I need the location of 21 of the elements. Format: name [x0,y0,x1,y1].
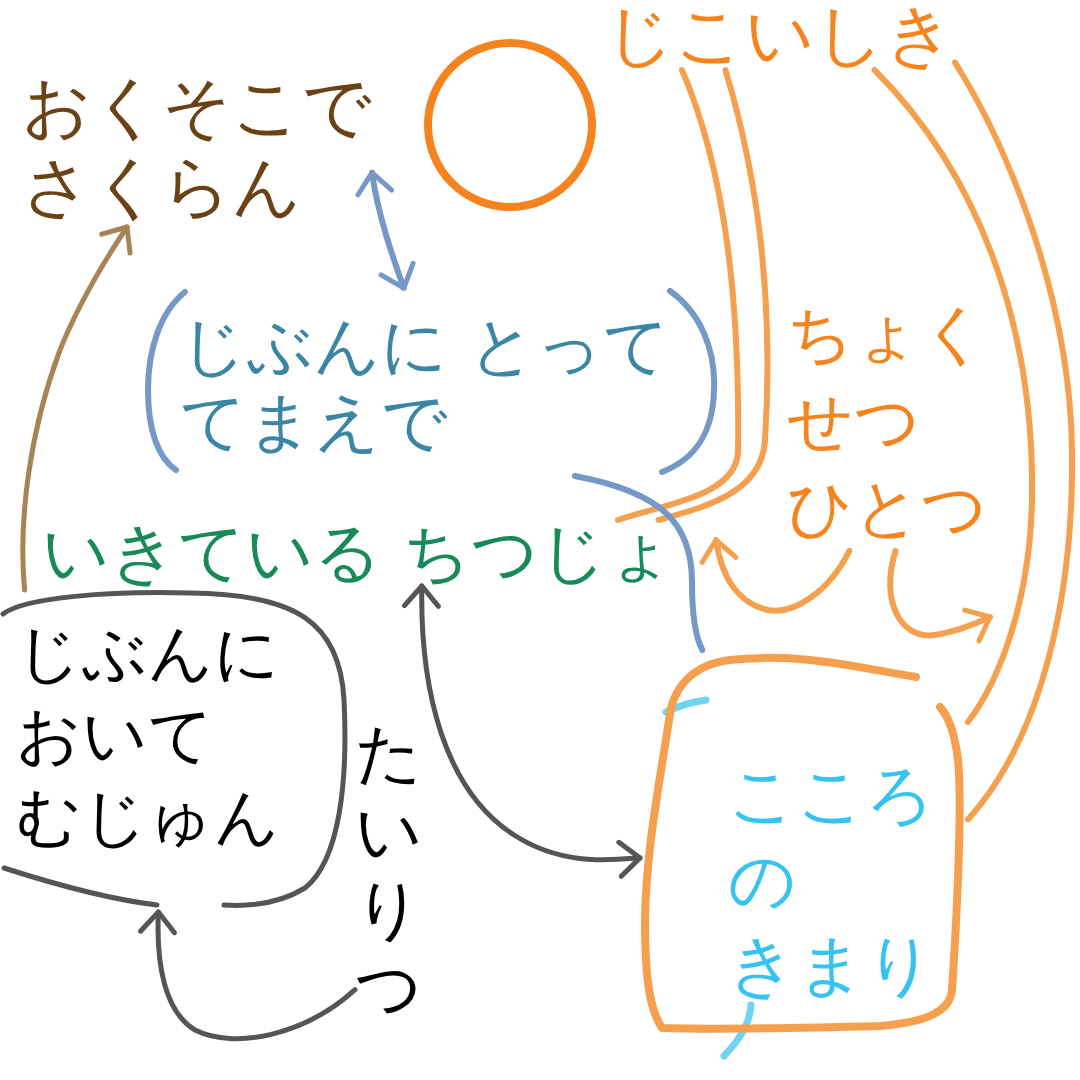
concept-label: ちょくせつひとつ [787,290,988,551]
connector-line [571,473,706,653]
circle [424,39,596,211]
concept-label: こころのきまり [728,754,935,1006]
arrow [887,548,993,644]
arrow [20,224,133,593]
vertical-label: たいりつ [355,715,423,1027]
arrow [700,537,853,614]
concept-label: おくそこでさくらん [22,67,372,227]
double-arrow [355,169,416,291]
connector-line [655,67,771,523]
concept-label: いきている ちつじょ [42,520,675,586]
connector-line [615,67,742,523]
concept-label: じぶんに とっててまえで [180,308,670,460]
concept-label: じぶんにおいてむじゅん [16,615,280,856]
concept-label: じこいしき [605,0,955,70]
bracket-outline [144,288,720,476]
connector-line [952,59,1075,823]
double-arrow [402,583,643,879]
connector-line [871,67,1035,725]
arrow [138,909,358,1041]
